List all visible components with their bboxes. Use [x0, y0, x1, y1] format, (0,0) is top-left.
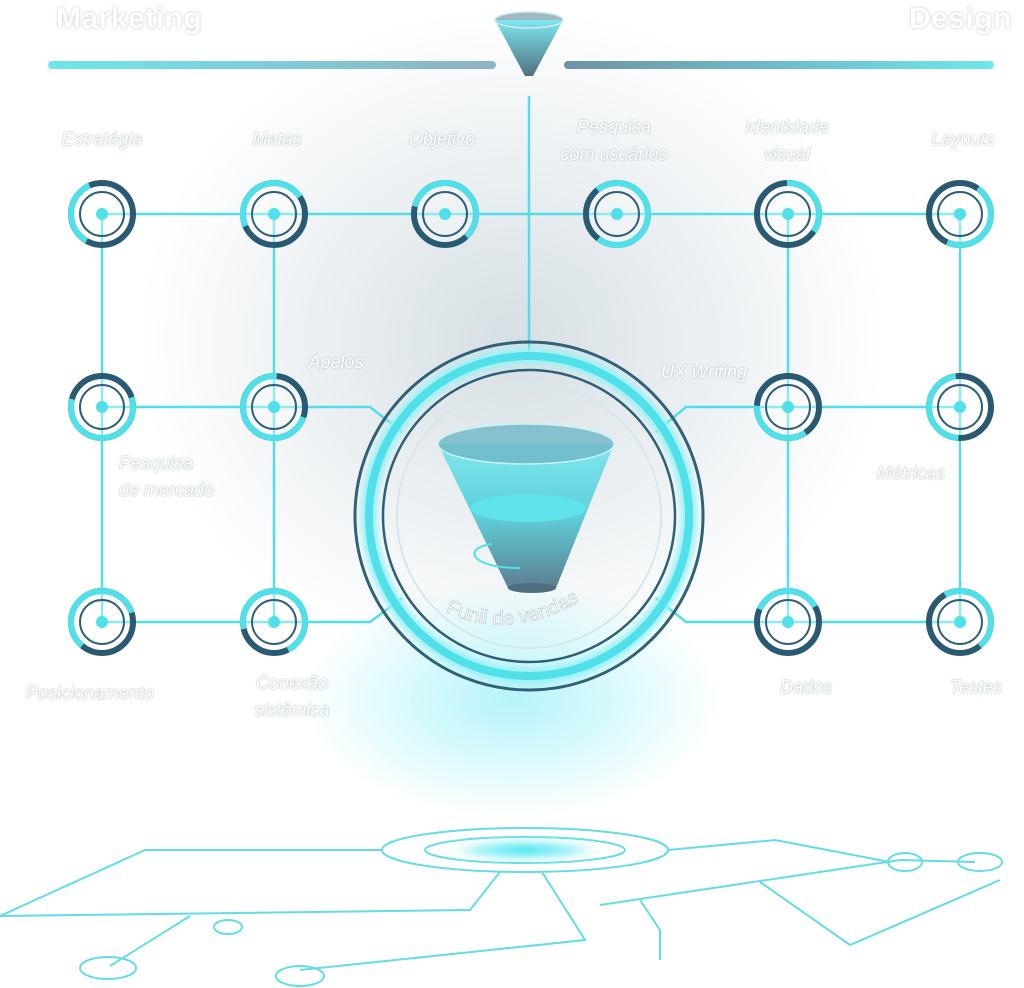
node-pesquisa-usuarios	[583, 180, 651, 248]
label-pesquisa-usuarios: Pesquisa com usuários	[560, 117, 668, 164]
label-estrategia: Estratégia	[61, 129, 143, 149]
top-funnel-icon	[494, 11, 564, 76]
node-apelos	[240, 373, 308, 441]
label-metricas: Métricas	[876, 463, 946, 483]
node-objetivo	[410, 180, 479, 248]
label-apelos: Apelos	[308, 352, 364, 372]
label-ux-writing: UX Writing	[660, 362, 748, 382]
sales-funnel-icon	[437, 423, 615, 593]
label-testes: Testes	[949, 677, 1003, 697]
glow-pad	[441, 837, 609, 863]
marketing-bar	[48, 61, 496, 69]
funnel-label-path: Funil de vendas	[443, 586, 583, 630]
label-metas: Metas	[252, 129, 302, 149]
node-layouts	[926, 180, 994, 248]
label-identidade-visual: Identidade visual	[744, 117, 830, 164]
node-ux-writing	[754, 373, 822, 441]
label-objetivo: Objetivo	[408, 129, 476, 149]
label-posicionamento: Posicionamento	[26, 683, 155, 703]
design-bar	[564, 61, 994, 69]
node-posicionamento	[68, 588, 136, 656]
funnel-label: Funil de vendas	[443, 586, 582, 630]
node-metas	[240, 180, 308, 249]
bottom-circuit	[0, 827, 1003, 987]
label-dados: Dados	[779, 677, 833, 697]
node-metricas	[926, 373, 994, 441]
design-title: Design	[908, 2, 1012, 35]
marketing-title: Marketing	[56, 2, 203, 35]
nodes-group	[68, 180, 994, 657]
node-conexao-sistemica	[239, 588, 308, 657]
node-identidade-visual	[754, 180, 822, 248]
node-testes	[926, 588, 994, 656]
node-dados	[753, 588, 822, 656]
label-layouts: Layouts	[931, 129, 995, 149]
label-conexao-sistemica: Conexão sistêmica	[254, 673, 330, 720]
node-estrategia	[68, 180, 137, 248]
node-pesquisa-mercado	[68, 373, 136, 441]
label-pesquisa-mercado: Pesquisa de mercado	[119, 453, 215, 500]
central-ring	[353, 340, 705, 692]
